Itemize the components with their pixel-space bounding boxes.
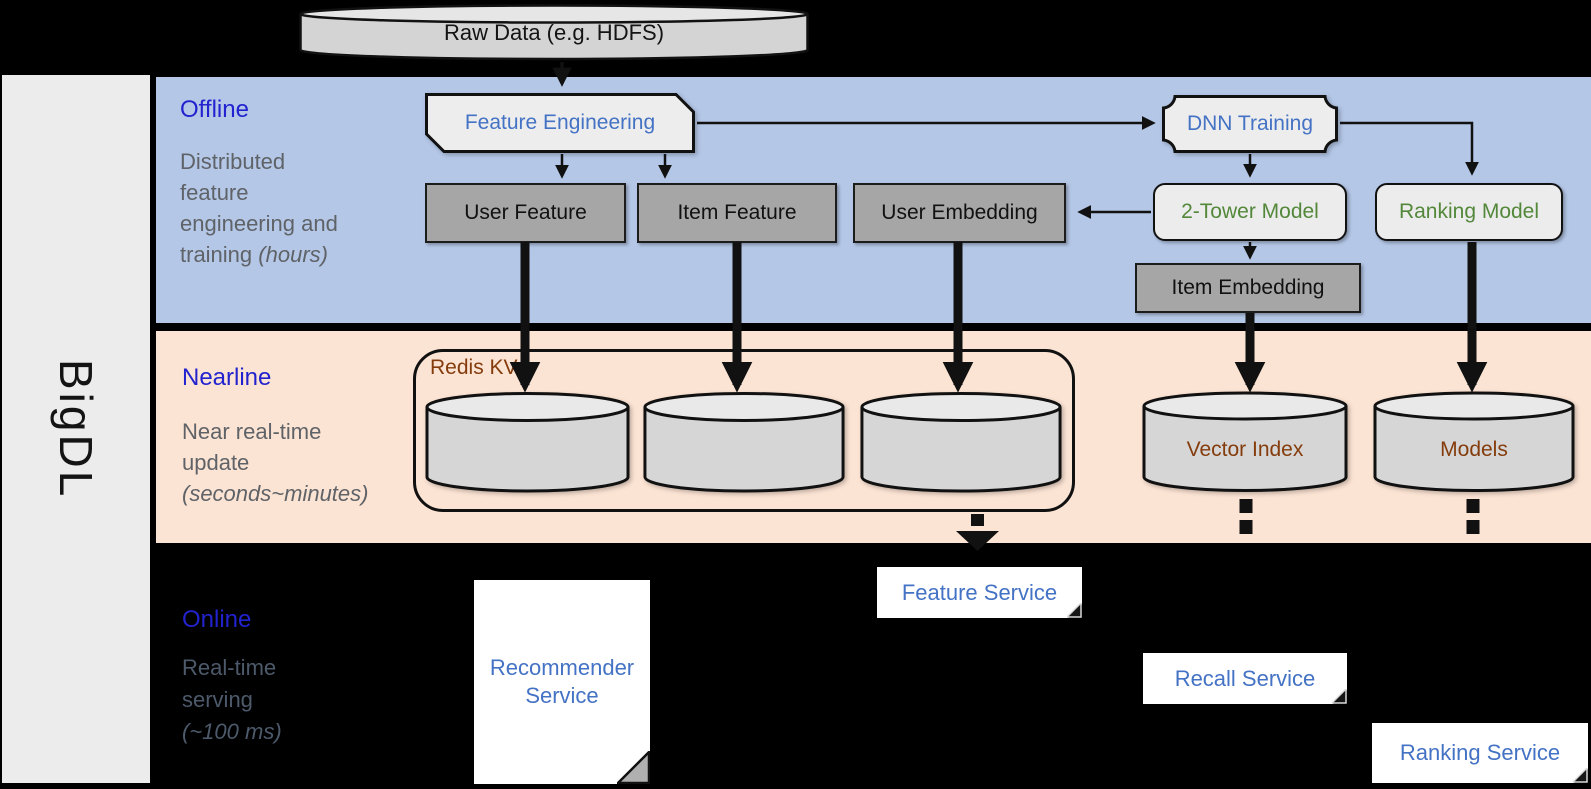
online-desc-line2: serving — [182, 687, 253, 712]
dnn-training-node: DNN Training — [1162, 95, 1338, 153]
nearline-desc-line1: Near real-time — [182, 419, 322, 444]
online-section-labels: Online Real-time serving (~100 ms) — [182, 606, 282, 748]
cylinder-shape — [1142, 391, 1348, 492]
two-tower-model-label: 2-Tower Model — [1181, 200, 1319, 223]
offline-desc-line4: training (hours) — [180, 239, 338, 270]
card-shape — [1143, 653, 1347, 704]
vector-index-label: Vector Index — [1186, 438, 1304, 461]
folded-corner-icon — [617, 751, 650, 784]
item-feature-label: Item Feature — [677, 201, 797, 224]
item-embedding-label: Item Embedding — [1171, 276, 1325, 299]
nearline-title: Nearline — [182, 364, 272, 391]
recommender-service-label: Recommender Service — [474, 580, 650, 784]
feature-service-label: Feature Service — [901, 579, 1058, 605]
offline-section-labels: Offline Distributed feature engineering … — [180, 96, 338, 270]
folded-corner-icon — [1573, 768, 1588, 783]
recommender-line1: Recommender — [489, 655, 635, 680]
online-desc-line3: (~100 ms) — [182, 719, 282, 744]
cylinder-shape — [643, 392, 845, 493]
item-embedding-node: Item Embedding — [1135, 263, 1361, 313]
offline-desc-line4-normal: training — [180, 242, 259, 267]
nearline-desc-line3: (seconds~minutes) — [182, 481, 369, 506]
offline-title: Offline — [180, 96, 249, 123]
raw-data-label: Raw Data (e.g. HDFS) — [443, 20, 665, 45]
bigdl-sidebar: BigDL — [2, 75, 150, 783]
cylinder-shape — [425, 392, 630, 493]
ranking-model-node: Ranking Model — [1375, 183, 1563, 241]
recommender-service-text: Recommender Service — [490, 654, 634, 710]
snip-corner-shape — [425, 93, 695, 153]
card-shape — [1372, 723, 1588, 783]
online-title: Online — [182, 606, 252, 633]
models-cylinder: Models — [1372, 390, 1576, 494]
redis-cylinder-2 — [642, 390, 846, 495]
offline-description: Distributed feature engineering and trai… — [180, 146, 338, 270]
redis-kv-container — [413, 349, 1075, 512]
cylinder-shape — [860, 392, 1062, 493]
dnn-training-label: DNN Training — [1186, 112, 1314, 135]
redis-cylinder-1 — [424, 390, 631, 495]
vector-index-cylinder: Vector Index — [1141, 390, 1349, 494]
plaque-shape — [1162, 95, 1338, 153]
recommender-line2: Service — [525, 683, 599, 708]
nearline-desc-line2: update — [182, 450, 250, 475]
redis-cylinder-3 — [859, 390, 1063, 495]
recall-service-card: Recall Service — [1143, 653, 1347, 704]
models-label: Models — [1440, 438, 1508, 461]
user-feature-node: User Feature — [425, 183, 626, 243]
folded-corner-icon — [1067, 603, 1082, 618]
user-embedding-node: User Embedding — [853, 183, 1066, 243]
redis-kv-label: Redis KV — [430, 356, 518, 379]
ranking-model-label: Ranking Model — [1398, 200, 1540, 223]
user-feature-label: User Feature — [464, 201, 587, 224]
recall-service-label: Recall Service — [1174, 665, 1316, 691]
ranking-service-label: Ranking Service — [1399, 740, 1561, 765]
cylinder-shape — [1373, 391, 1575, 492]
offline-desc-line4-italic: (hours) — [258, 242, 328, 267]
recommender-service-card: Recommender Service — [474, 580, 650, 784]
online-desc-line1: Real-time — [182, 655, 277, 680]
offline-desc-line1: Distributed — [180, 149, 286, 174]
offline-desc-line3: engineering and — [180, 211, 338, 236]
raw-data-cylinder: Raw Data (e.g. HDFS) — [298, 4, 810, 62]
folded-corner-icon — [1332, 689, 1347, 704]
card-shape — [877, 567, 1082, 618]
nearline-section-labels: Nearline Near real-time update (seconds~… — [182, 364, 368, 509]
ranking-service-card: Ranking Service — [1372, 723, 1588, 783]
feature-engineering-node: Feature Engineering — [425, 93, 695, 153]
item-feature-node: Item Feature — [637, 183, 837, 243]
offline-desc-line2: feature — [180, 180, 249, 205]
feature-service-card: Feature Service — [877, 567, 1082, 618]
bigdl-logo-text: BigDL — [50, 358, 102, 500]
user-embedding-label: User Embedding — [881, 201, 1038, 224]
cylinder-shape — [299, 4, 809, 61]
online-description: Real-time serving (~100 ms) — [182, 652, 282, 748]
document-shape — [474, 580, 650, 784]
two-tower-model-node: 2-Tower Model — [1153, 183, 1347, 241]
nearline-description: Near real-time update (seconds~minutes) — [182, 416, 368, 509]
feature-engineering-label: Feature Engineering — [464, 111, 656, 134]
